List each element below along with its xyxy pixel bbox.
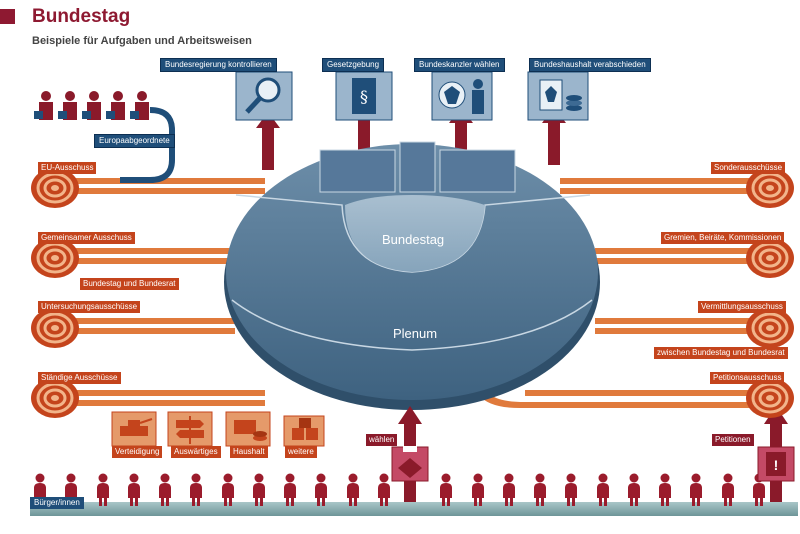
paragraph-book-icon: § xyxy=(335,71,393,121)
europe-label: Europaabgeordnete xyxy=(94,134,175,148)
citizen-figure xyxy=(690,473,702,506)
europe-deputies xyxy=(34,91,149,120)
citizen-figure xyxy=(565,473,577,506)
committee-spiral-icon xyxy=(746,308,794,348)
citizen-figure xyxy=(440,473,452,506)
citizen-figure xyxy=(347,473,359,506)
europe-deputy-figure xyxy=(130,91,149,120)
committee-spiral-icon xyxy=(746,168,794,208)
committee-label-eu: EU-Ausschuss xyxy=(38,162,97,174)
bundestag-label: Bundestag xyxy=(382,232,445,247)
citizen-figure xyxy=(315,473,327,506)
citizen-figure xyxy=(628,473,640,506)
svg-text:§: § xyxy=(360,87,368,106)
citizen-row xyxy=(34,473,765,506)
boxes-icon xyxy=(283,415,325,447)
committee-label-gemeinsamer: Gemeinsamer Ausschuss xyxy=(38,232,135,244)
plenum-building xyxy=(224,141,600,410)
committee-sublabel-vermittlung: zwischen Bundestag und Bundesrat xyxy=(654,347,788,359)
page-subtitle: Beispiele für Aufgaben und Arbeitsweisen xyxy=(32,35,252,47)
standing-example-tiles xyxy=(111,411,325,447)
committee-sublabel-gemeinsamer: Bundestag und Bundesrat xyxy=(80,278,179,290)
citizen-figure xyxy=(190,473,202,506)
citizen-figure xyxy=(253,473,265,506)
committee-label-vermittlung: Vermittlungsausschuss xyxy=(698,301,786,313)
committee-label-sonder: Sonderausschüsse xyxy=(711,162,786,174)
citizen-figure xyxy=(659,473,671,506)
europe-connector xyxy=(120,107,175,183)
example-label-haushalt: Haushalt xyxy=(230,446,268,458)
ballot-box-icon xyxy=(391,446,429,482)
citizen-figure xyxy=(97,473,109,506)
example-label-weitere: weitere xyxy=(285,446,317,458)
europe-deputy-figure xyxy=(82,91,101,120)
petition-label: Petitionen xyxy=(712,434,754,446)
money-icon xyxy=(225,411,271,447)
page-title: Bundestag xyxy=(32,6,131,27)
committee-label-untersuchung: Untersuchungsausschüsse xyxy=(38,301,141,313)
committee-label-staendige: Ständige Ausschüsse xyxy=(38,372,121,384)
citizen-figure xyxy=(284,473,296,506)
committee-spiral-icon xyxy=(31,238,79,278)
citizen-figure xyxy=(722,473,734,506)
committee-spiral-icon xyxy=(31,308,79,348)
task-label-kontrollieren: Bundesregierung kontrollieren xyxy=(160,58,277,72)
citizen-figure xyxy=(597,473,609,506)
example-label-auswaertiges: Auswärtiges xyxy=(171,446,221,458)
right-flow-bands xyxy=(480,178,750,408)
committee-spirals xyxy=(31,168,794,418)
ground-strip xyxy=(30,502,798,516)
committee-label-gremien: Gremien, Beiräte, Kommissionen xyxy=(661,232,785,244)
plenum-label: Plenum xyxy=(393,326,438,341)
budget-coins-icon xyxy=(527,71,589,121)
vote-label: wählen xyxy=(366,434,398,446)
citizen-figure xyxy=(222,473,234,506)
citizen-figure xyxy=(534,473,546,506)
citizen-figure xyxy=(472,473,484,506)
tank-icon xyxy=(111,411,157,447)
chancellor-eagle-icon xyxy=(431,71,493,121)
committee-label-petition: Petitionsausschuss xyxy=(710,372,785,384)
citizen-figure xyxy=(159,473,171,506)
signpost-icon xyxy=(167,411,213,447)
citizen-figure xyxy=(128,473,140,506)
petition-icon: ! xyxy=(757,446,795,482)
citizen-figure xyxy=(503,473,515,506)
europe-deputy-figure xyxy=(34,91,53,120)
europe-deputy-figure xyxy=(106,91,125,120)
example-label-verteidigung: Verteidigung xyxy=(112,446,163,458)
title-marker xyxy=(0,9,15,24)
europe-deputy-figure xyxy=(58,91,77,120)
task-label-kanzler: Bundeskanzler wählen xyxy=(414,58,505,72)
task-label-gesetzgebung: Gesetzgebung xyxy=(322,58,385,72)
committee-spiral-icon xyxy=(31,378,79,418)
svg-text:!: ! xyxy=(774,457,779,473)
committee-spiral-icon xyxy=(746,378,794,418)
citizen-figure xyxy=(378,473,390,506)
committee-spiral-icon xyxy=(31,168,79,208)
task-icon-tiles: § xyxy=(235,71,589,121)
citizens-label: Bürger/innen xyxy=(30,497,84,509)
committee-spiral-icon xyxy=(746,238,794,278)
magnifier-icon xyxy=(235,71,293,121)
task-label-haushalt: Bundeshaushalt verabschieden xyxy=(529,58,651,72)
